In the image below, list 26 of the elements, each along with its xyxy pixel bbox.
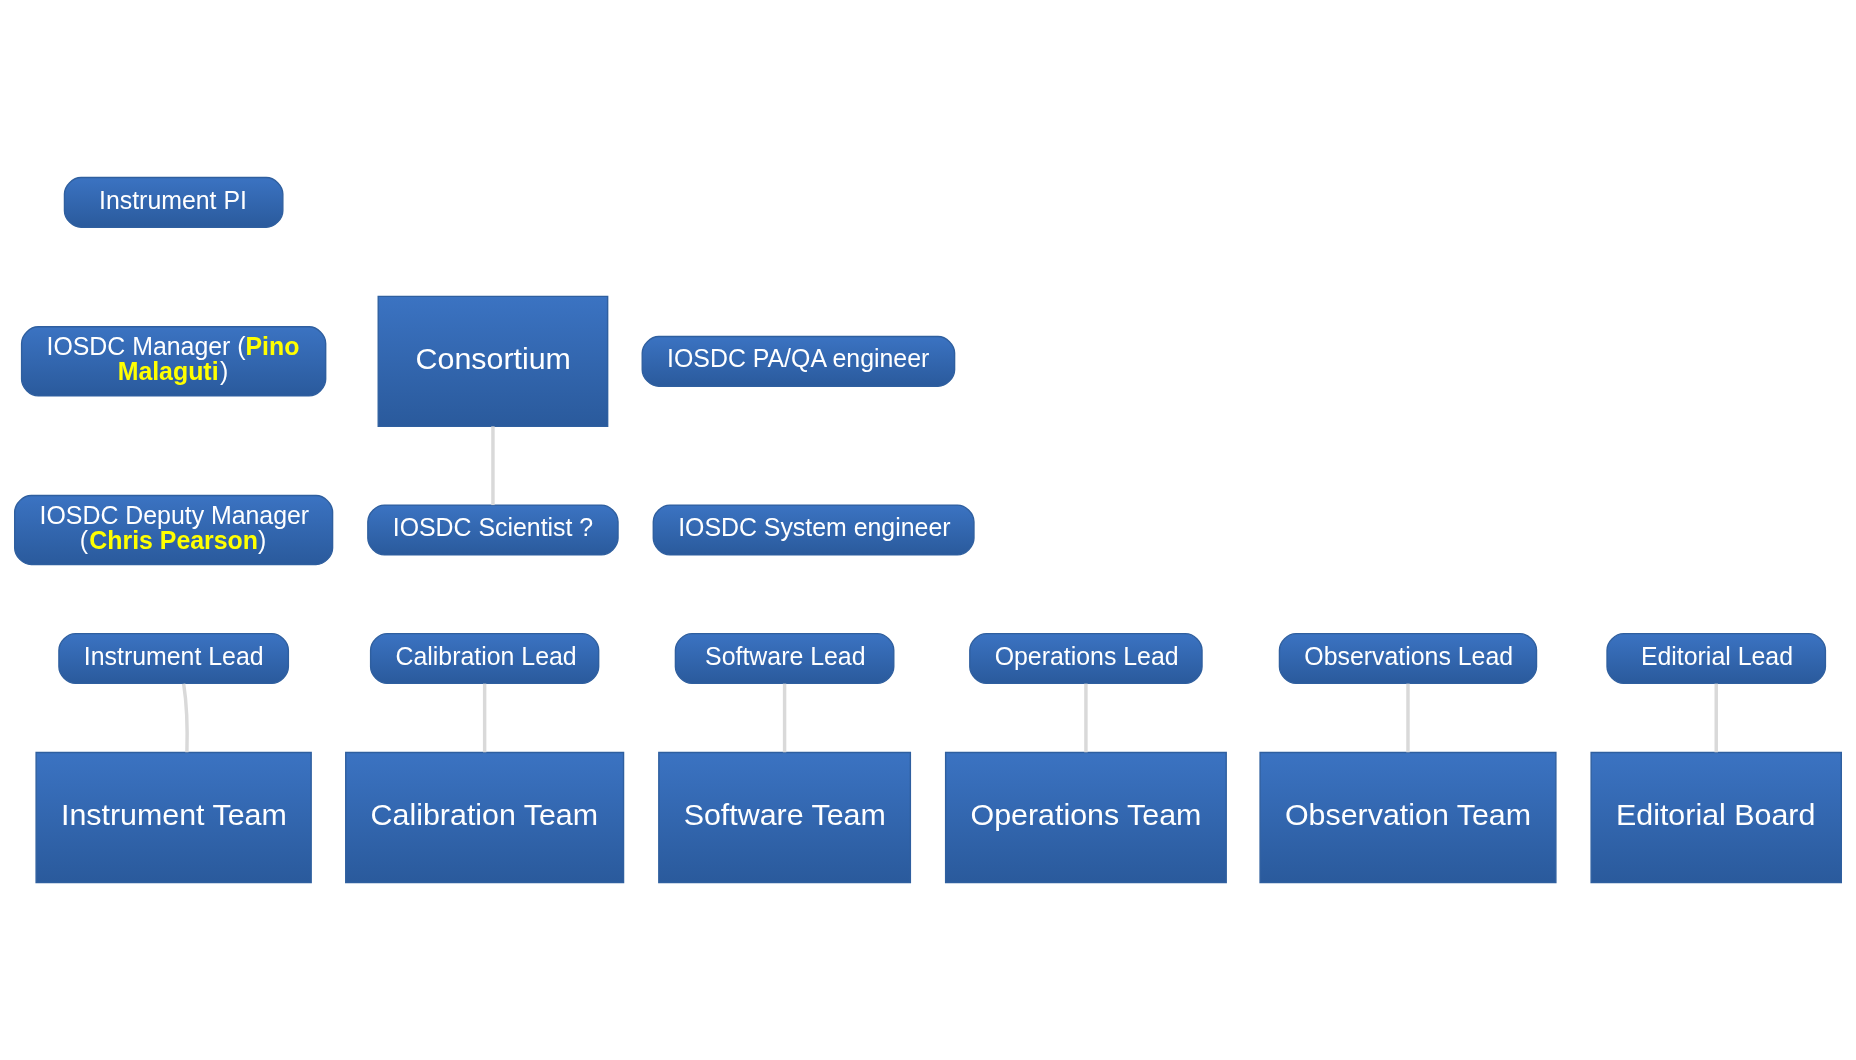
node-box: Editorial Lead	[1606, 632, 1827, 685]
node-box: Operations Lead	[969, 632, 1203, 685]
node-box: Observations Lead	[1278, 632, 1538, 685]
node-box: Software Lead	[674, 632, 895, 685]
node-box: IOSDC System engineer	[652, 504, 975, 556]
node-box: IOSDC Manager (Pino Malaguti)	[20, 326, 327, 397]
node-box: Calibration Team	[345, 751, 625, 884]
connector	[1714, 683, 1718, 753]
node-box: Operations Team	[944, 751, 1227, 884]
connector	[1084, 683, 1088, 753]
node-box: Observation Team	[1259, 751, 1557, 884]
node-box: IOSDC Deputy Manager (Chris Pearson)	[14, 494, 334, 566]
node-box: Calibration Lead	[369, 632, 600, 685]
connector	[491, 426, 495, 506]
connector	[1406, 683, 1410, 753]
connector	[181, 683, 189, 753]
node-box: Instrument Lead	[58, 632, 290, 685]
connector	[782, 683, 787, 753]
node-box: Consortium	[377, 295, 609, 427]
connector	[482, 683, 487, 753]
node-box: IOSDC PA/QA engineer	[641, 335, 956, 387]
node-box: Instrument PI	[63, 176, 284, 228]
node-box: Editorial Board	[1590, 751, 1842, 884]
node-box: Software Team	[658, 751, 912, 884]
node-box: Instrument Team	[35, 751, 312, 884]
node-box: IOSDC Scientist ?	[367, 504, 619, 556]
